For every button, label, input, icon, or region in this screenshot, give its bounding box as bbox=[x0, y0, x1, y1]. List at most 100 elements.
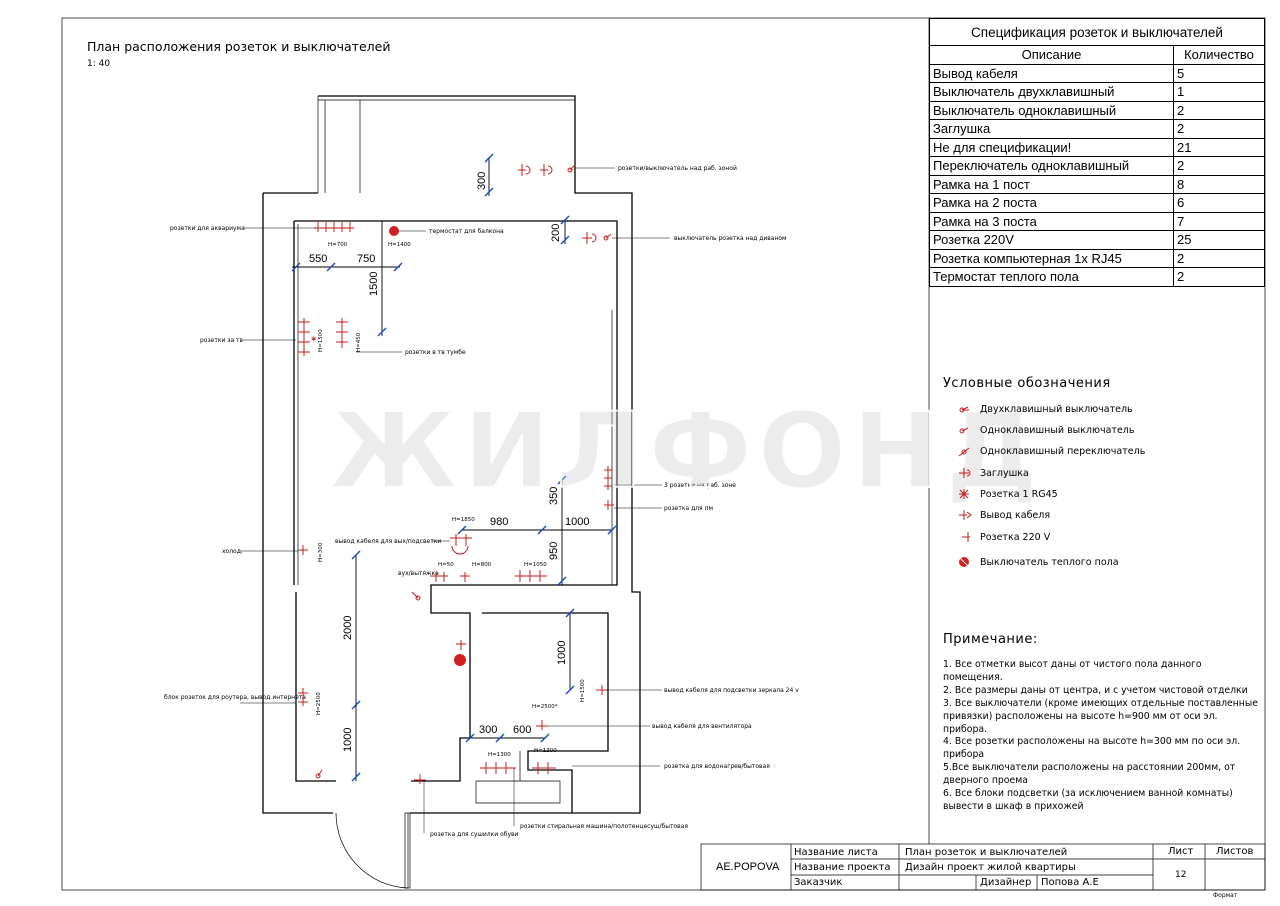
legend-label: Одноклавишный переключатель bbox=[980, 445, 1146, 457]
spec-desc: Термостат теплого пола bbox=[929, 267, 1174, 287]
label-work-zone: 3 розетки на раб. зоне bbox=[664, 482, 736, 489]
label-fan: вывод кабеля для вентилятора bbox=[652, 723, 752, 730]
label-tv: розетки за тв bbox=[200, 337, 244, 344]
label-tv-stand: розетки в тв тумбе bbox=[405, 349, 466, 356]
label-balcony-sockets: розетки/выключатель над раб. зоной bbox=[618, 165, 737, 172]
legend-label: Заглушка bbox=[980, 467, 1029, 479]
legend-item: Одноклавишный выключатель bbox=[956, 423, 1134, 437]
plan-scale: 1: 40 bbox=[87, 59, 110, 69]
dim-300-bath: 300 bbox=[479, 724, 497, 736]
sheet-name: План розеток и выключателей bbox=[905, 847, 1068, 858]
dim-950: 950 bbox=[548, 542, 560, 560]
spec-desc: Заглушка bbox=[929, 119, 1174, 139]
label-shoes: розетка для сушилки обуви bbox=[430, 831, 519, 838]
spec-qty: 2 bbox=[1173, 100, 1265, 120]
tv-rj45-mark: ✶ bbox=[310, 335, 318, 345]
label-mirror: вывод кабеля для подсветки зеркала 24 v bbox=[664, 687, 799, 694]
legend-item: Одноклавишный переключатель bbox=[956, 444, 1145, 458]
spec-header-quantity: Количество bbox=[1173, 45, 1265, 65]
spec-title: Спецификация розеток и выключателей bbox=[929, 18, 1265, 46]
designer-label: Дизайнер bbox=[980, 877, 1032, 888]
h-1300-a: H=1300 bbox=[488, 752, 511, 758]
legend-label: Розетка 1 RG45 bbox=[980, 488, 1058, 500]
leaders: розетки/выключатель над раб. зоной розет… bbox=[164, 165, 799, 838]
rj45-icon bbox=[959, 489, 969, 499]
h-50: H=50 bbox=[438, 562, 454, 568]
h-1300-b: H=1300 bbox=[534, 748, 557, 754]
legend-item: Выключатель теплого пола bbox=[956, 555, 1119, 569]
spec-qty: 7 bbox=[1173, 211, 1265, 231]
note-item: 1. Все отметки высот даны от чистого пол… bbox=[943, 659, 1202, 683]
h-1500-mirror: H=1500 bbox=[580, 679, 586, 702]
note-item: 2. Все размеры даны от центра, и с учето… bbox=[943, 684, 1248, 696]
label-sofa: выключатель розетка над диваном bbox=[674, 235, 787, 242]
plug-cap-icon bbox=[959, 468, 971, 478]
legend-item: Розетка 1 RG45 bbox=[956, 487, 1058, 501]
dim-1500: 1500 bbox=[368, 272, 380, 296]
legend-label: Вывод кабеля bbox=[980, 509, 1051, 521]
sheets-label: Листов bbox=[1216, 846, 1254, 857]
spec-table: Спецификация розеток и выключателей Опис… bbox=[929, 18, 1265, 287]
project-label: Название проекта bbox=[794, 862, 891, 873]
h-2500: H=2500 bbox=[316, 692, 322, 715]
dim-2000: 2000 bbox=[342, 616, 354, 640]
label-kitchen-cable: вывод кабеля для вых/подсветки bbox=[335, 538, 441, 545]
spec-qty: 5 bbox=[1173, 63, 1265, 83]
spec-qty: 25 bbox=[1173, 230, 1265, 250]
spec-desc: Не для спецификации! bbox=[929, 137, 1174, 157]
spec-header-description: Описание bbox=[929, 45, 1174, 65]
spec-desc: Переключатель одноклавишный bbox=[929, 156, 1174, 176]
label-aquarium: розетки для аквариума bbox=[170, 225, 245, 232]
label-washer: розетки стиральная машина/полотенцесуш/б… bbox=[520, 823, 688, 830]
label-boiler: розетка для водонагрев/бытовая bbox=[664, 763, 770, 770]
symbols: H=700 H=1400 H=1500 H=450 ✶ H=1850 H=50 … bbox=[298, 164, 614, 784]
client-label: Заказчик bbox=[794, 877, 843, 888]
floor-heating-icon bbox=[959, 557, 969, 567]
designer-name: Попова А.Е bbox=[1041, 877, 1099, 888]
legend-label: Одноклавишный выключатель bbox=[980, 424, 1135, 436]
legend-item: Розетка 220 V bbox=[956, 530, 1050, 544]
floor-heating-symbol bbox=[454, 654, 466, 666]
h-1850: H=1850 bbox=[452, 517, 475, 523]
plan-title: План расположения розеток и выключателей bbox=[87, 39, 390, 54]
dim-1000-bath: 1000 bbox=[556, 641, 568, 665]
spec-qty: 8 bbox=[1173, 174, 1265, 194]
h-800: H=800 bbox=[472, 562, 492, 568]
label-pm: розетка для пм bbox=[664, 505, 713, 512]
dim-1000-horiz: 1000 bbox=[565, 516, 589, 528]
spec-desc: Выключатель двухклавишный bbox=[929, 82, 1174, 102]
legend-item: Двухклавишный выключатель bbox=[956, 402, 1133, 416]
dimensions: 300 200 550 750 1500 350 980 1000 950 bbox=[291, 153, 617, 782]
h-2500-star: H=2500* bbox=[532, 704, 558, 710]
h-1050: H=1050 bbox=[524, 562, 547, 568]
sheet-frame bbox=[61, 17, 1266, 891]
project-name: Дизайн проект жилой квартиры bbox=[905, 862, 1076, 873]
thermostat-symbol bbox=[389, 226, 399, 236]
sheet-name-label: Название листа bbox=[794, 847, 878, 858]
label-thermostat: термостат для балкона bbox=[429, 228, 504, 235]
spec-qty: 2 bbox=[1173, 119, 1265, 139]
aquarium-sockets bbox=[314, 222, 354, 232]
spec-desc: Рамка на 3 поста bbox=[929, 211, 1174, 231]
spec-qty: 2 bbox=[1173, 267, 1265, 287]
double-switch-icon bbox=[959, 406, 969, 413]
h-1400: H=1400 bbox=[388, 242, 411, 248]
legend-label: Выключатель теплого пола bbox=[980, 556, 1119, 568]
watermark: ЖИЛФОНД bbox=[329, 389, 1044, 513]
single-switch-icon bbox=[959, 427, 969, 434]
dim-600: 600 bbox=[513, 724, 531, 736]
legend-label: Двухклавишный выключатель bbox=[980, 403, 1133, 415]
spec-qty: 2 bbox=[1173, 156, 1265, 176]
legend-title: Условные обозначения bbox=[943, 376, 1111, 391]
note-item: 6. Все блоки подсветки (за исключением в… bbox=[943, 788, 1233, 812]
notes-title: Примечание: bbox=[943, 632, 1038, 647]
h-300-fridge: H=300 bbox=[318, 542, 324, 562]
